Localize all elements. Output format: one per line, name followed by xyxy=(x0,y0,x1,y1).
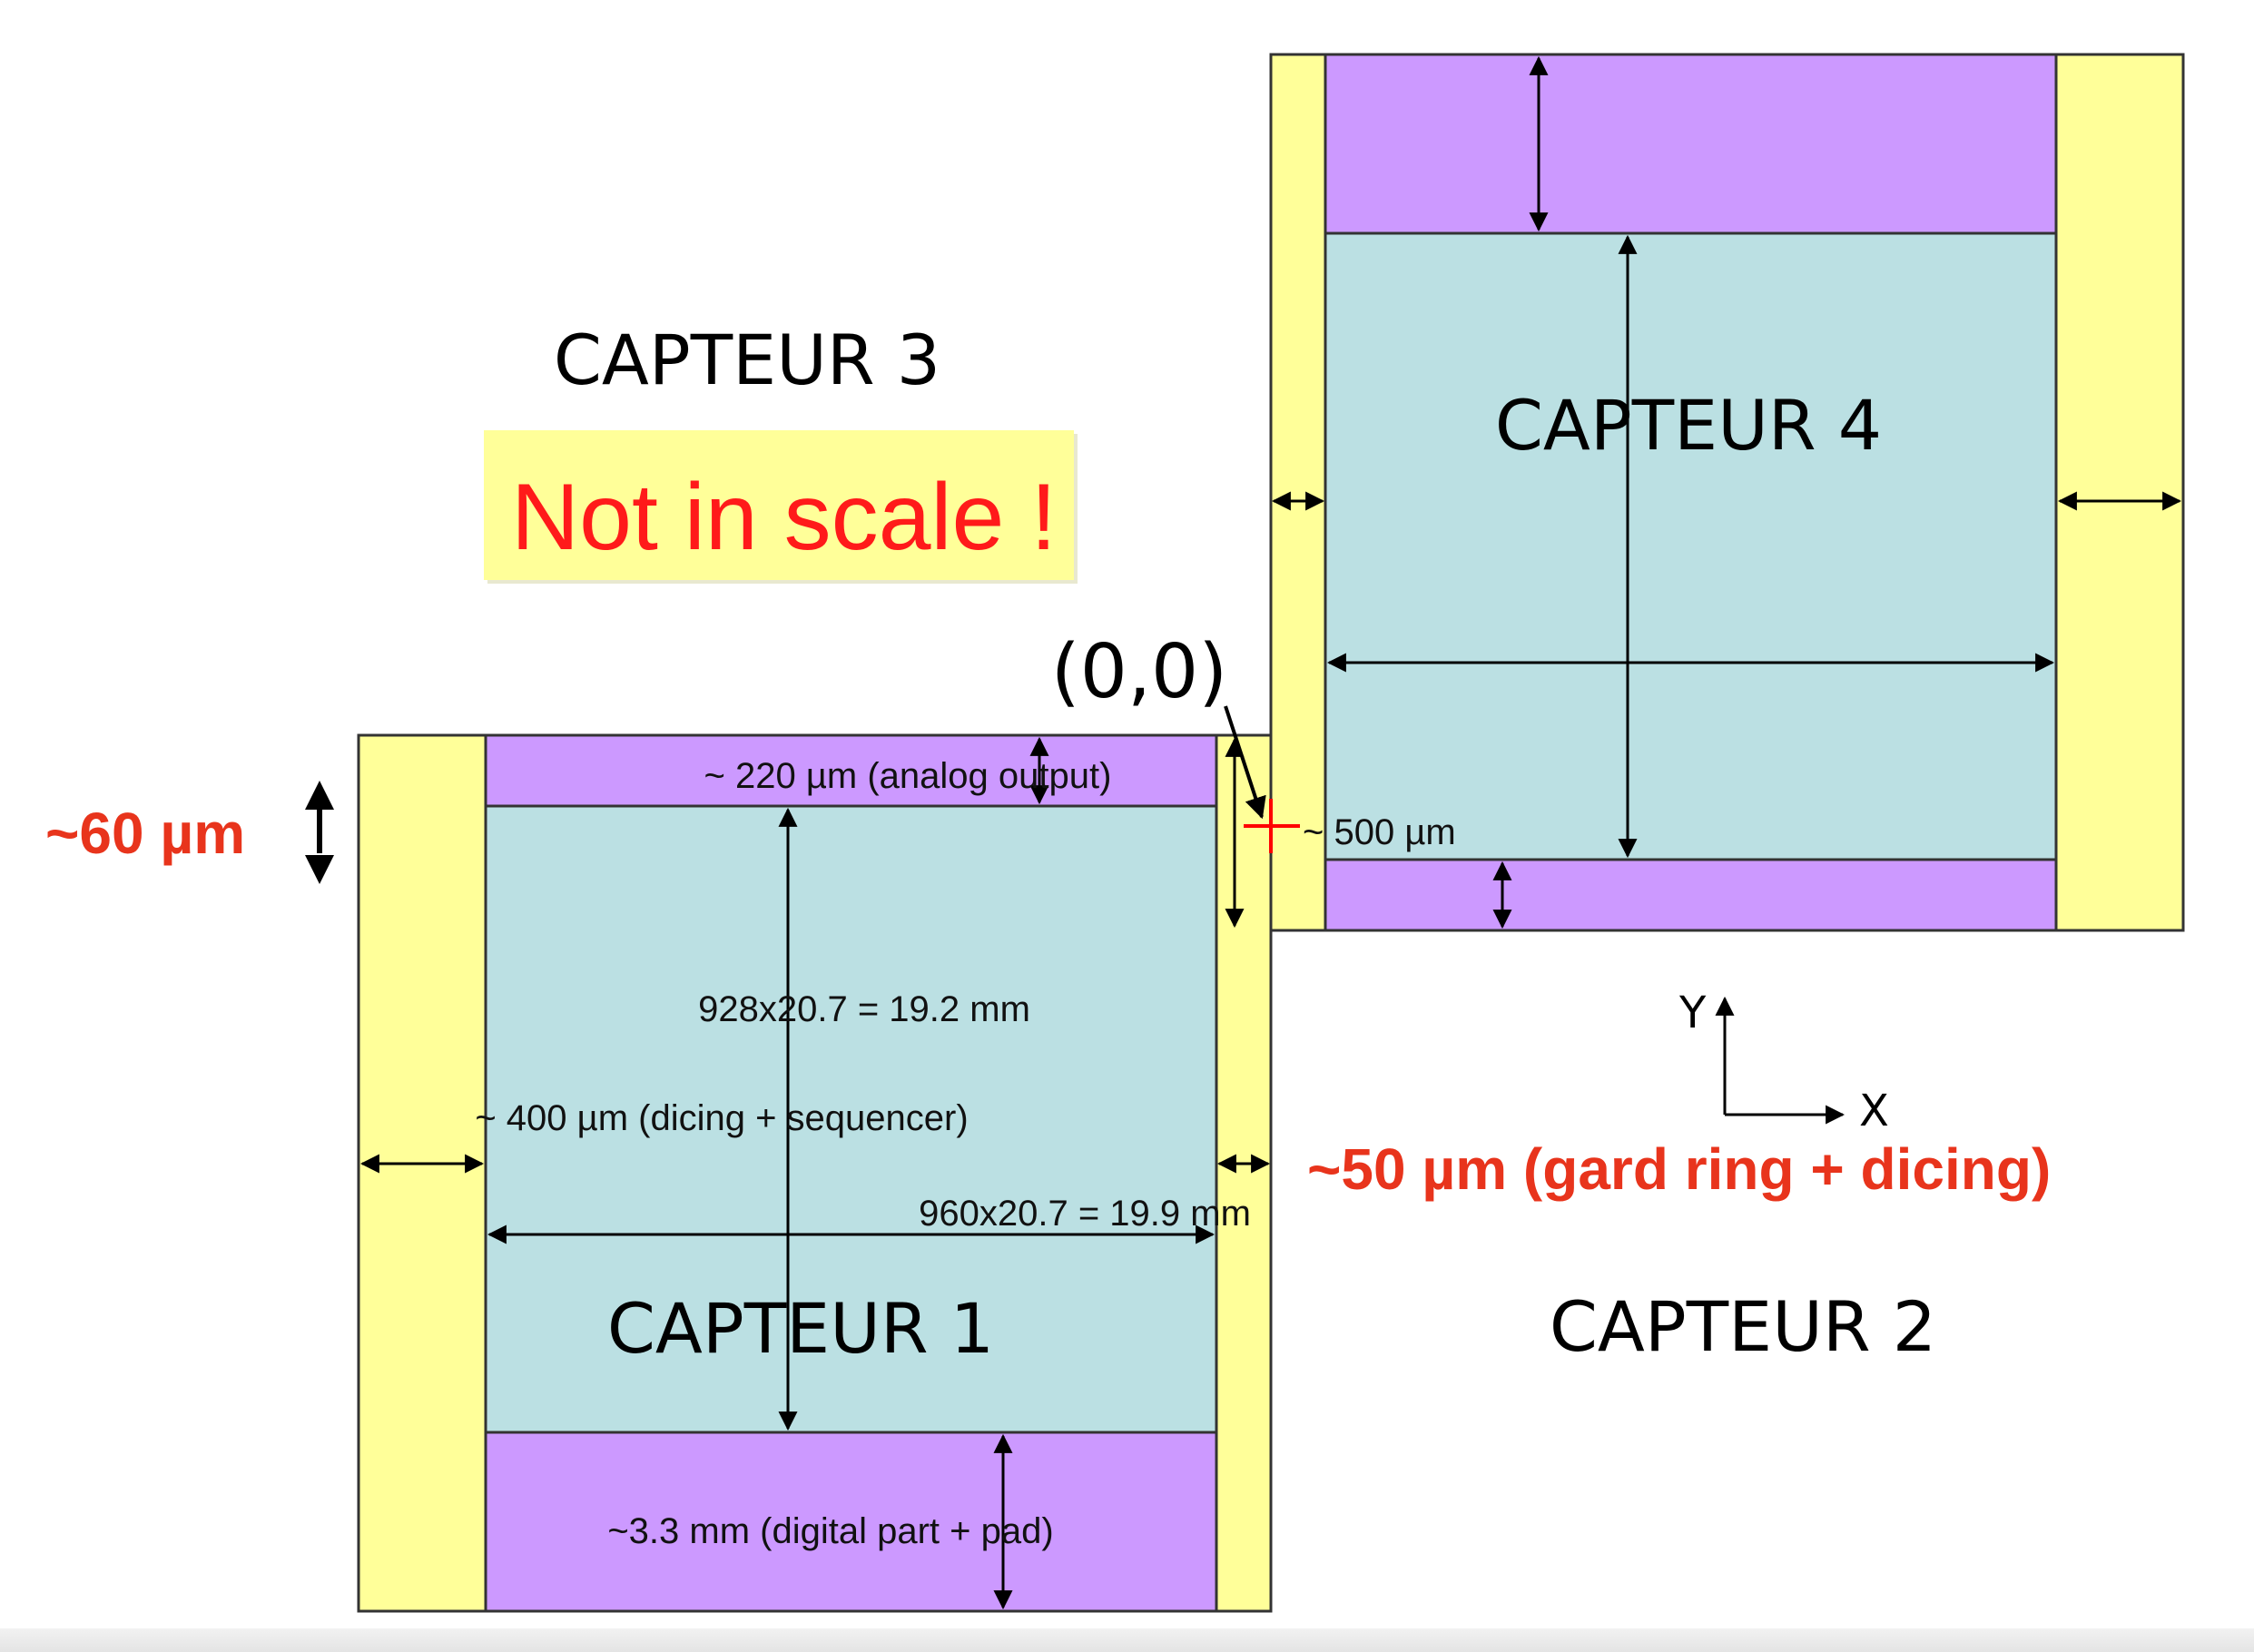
matrix-width-label: 960x20.7 = 19.9 mm xyxy=(919,1194,1251,1234)
not-in-scale-text: Not in scale ! xyxy=(511,465,1057,570)
origin-label: (0,0) xyxy=(1051,629,1227,715)
bottom-strip xyxy=(0,1628,2254,1652)
gap-60-double-arrow-icon xyxy=(305,781,334,884)
dicing-sequencer-label: ~ 400 µm (dicing + sequencer) xyxy=(475,1098,968,1138)
sensor-3-label: CAPTEUR 3 xyxy=(554,320,940,400)
not-in-scale-note: Not in scale ! xyxy=(484,430,1078,584)
xy-axis-indicator: Y X xyxy=(1678,988,1889,1136)
sensor-1-pixel-matrix xyxy=(484,804,1218,1434)
axis-x-label: X xyxy=(1859,1086,1889,1136)
origin-cross-icon xyxy=(1244,799,1300,853)
sensor-1-digital-part-band xyxy=(484,1431,1218,1613)
sensor-1-right-dicing-band xyxy=(1215,733,1273,1613)
sensor-4: CAPTEUR 4 xyxy=(1269,53,2185,932)
sensor-4-pixel-matrix xyxy=(1324,231,2058,861)
matrix-height-label: 928x20.7 = 19.2 mm xyxy=(698,989,1030,1029)
sensor-4-label: CAPTEUR 4 xyxy=(1495,385,1882,466)
axis-y-label: Y xyxy=(1678,988,1707,1038)
sensor-2-label: CAPTEUR 2 xyxy=(1550,1286,1936,1367)
sensor-1-left-dicing-band xyxy=(357,733,487,1613)
not-in-scale-box xyxy=(484,430,1074,580)
gard-ring-label: ~50 µm (gard ring + dicing) xyxy=(1307,1136,2051,1202)
sensor-4-left-dicing-band xyxy=(1269,53,1327,932)
sensor-4-analog-output-band xyxy=(1324,858,2058,932)
sensor-4-digital-part-band xyxy=(1324,53,2058,235)
sensor-1: ~ 220 µm (analog output) 928x20.7 = 19.2… xyxy=(357,733,1273,1613)
analog-output-label: ~ 220 µm (analog output) xyxy=(704,756,1112,796)
sensor-1-label: CAPTEUR 1 xyxy=(607,1288,994,1369)
gap-60-label: ~60 µm xyxy=(45,801,245,866)
offset-500-label: ~ 500 µm xyxy=(1303,812,1456,852)
digital-part-label: ~3.3 mm (digital part + pad) xyxy=(607,1511,1053,1551)
sensor-4-right-dicing-band xyxy=(2054,53,2185,932)
origin-pointer-arrow xyxy=(1224,705,1266,820)
sensor-1-analog-output-band xyxy=(484,733,1218,808)
